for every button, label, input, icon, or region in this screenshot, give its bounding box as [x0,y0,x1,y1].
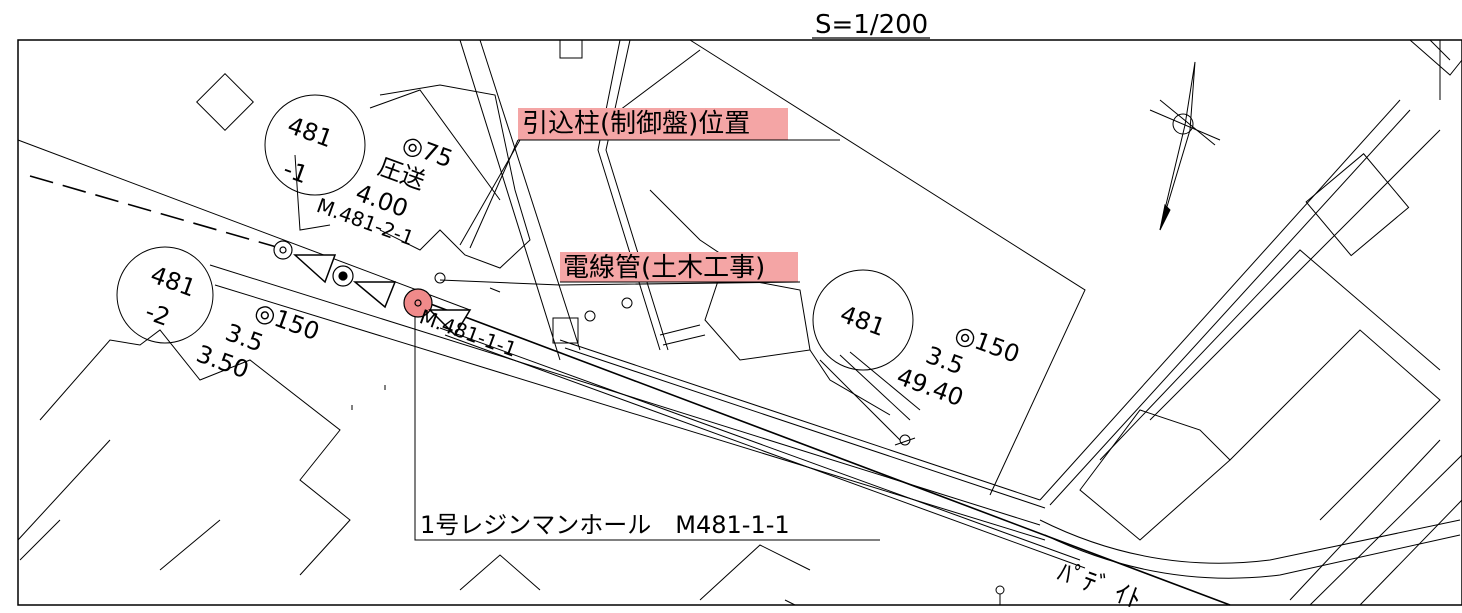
scale-label: S=1/200 [815,10,928,40]
conduit-callout: 電線管(土木工事) [563,253,765,283]
manhole-callout: 1号レジンマンホール M481-1-1 [420,511,790,539]
parcel-481-1-line1: 481 [284,111,337,153]
conduit-callout-highlight [560,252,798,282]
manhole-symbols [273,240,433,318]
manhole-highlight [403,288,433,318]
callout-leaders [414,139,880,541]
drawing-frame [17,39,1462,606]
north-arrow-icon [1149,61,1221,231]
pole-callout-highlight [518,108,788,140]
parcel-circles [116,94,914,371]
road-lines [17,139,1461,606]
pole-callout: 引込柱(制御盤)位置 [522,109,750,139]
flow-arrow-icons [293,254,472,337]
building-outlines [17,39,1462,606]
pipe-fittings [351,385,1005,605]
parcel-481-2-line1: 481 [147,261,200,303]
parcel-481-2-line2: -2 [142,297,174,331]
parcel-481: 481 [836,300,889,342]
